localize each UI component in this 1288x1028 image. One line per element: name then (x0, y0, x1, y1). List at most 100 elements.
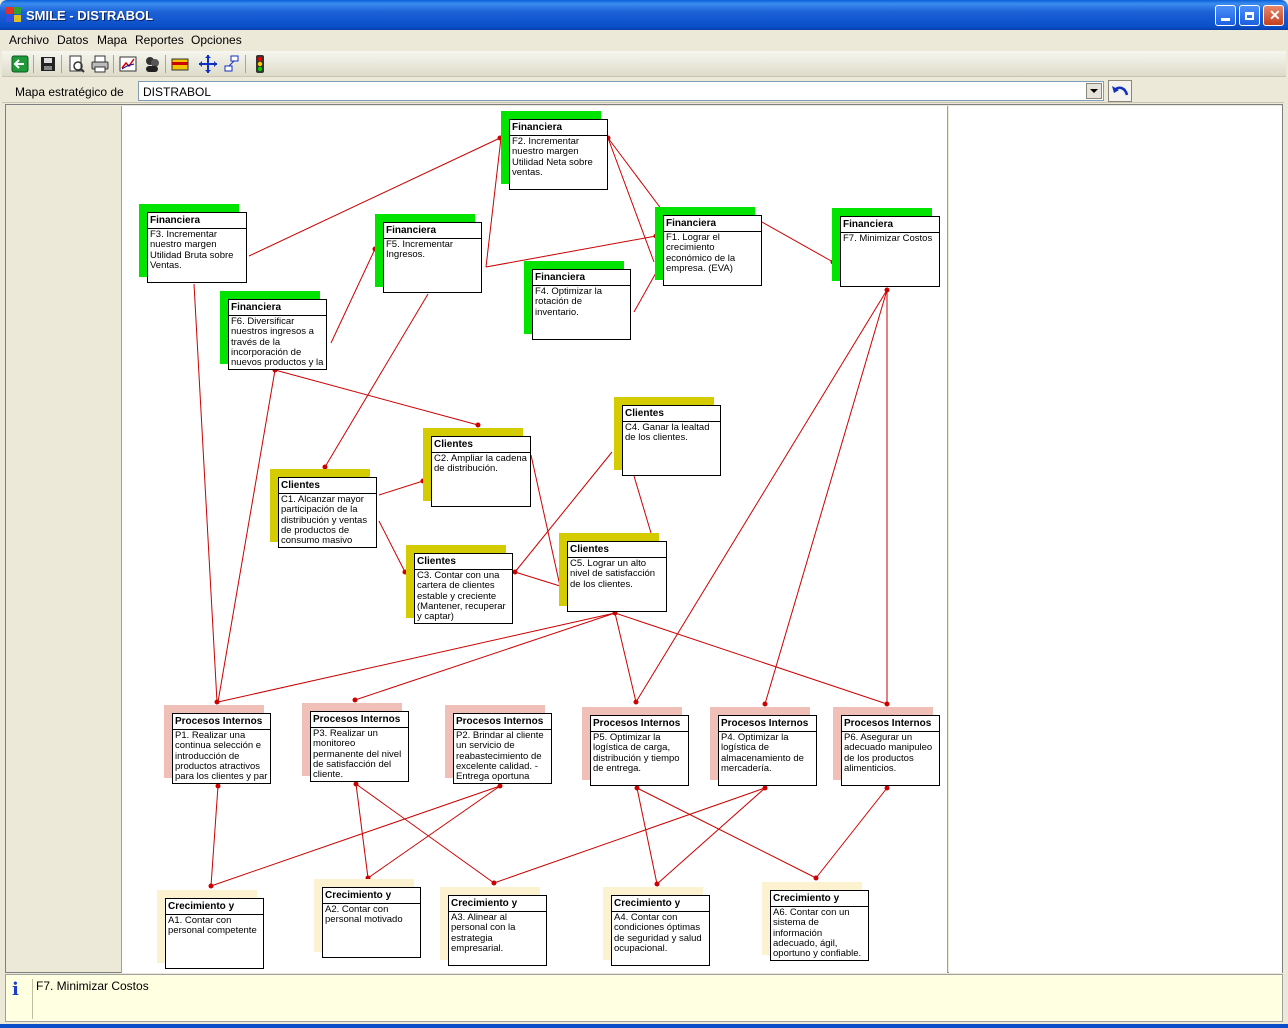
people-icon[interactable] (142, 54, 162, 74)
node-title: Clientes (570, 544, 609, 555)
print-icon[interactable] (90, 54, 110, 74)
card-icon[interactable] (170, 54, 190, 74)
node-description: C3. Contar con una cartera de clientes e… (415, 569, 512, 623)
map-selector-row: Mapa estratégico de DISTRABOL (2, 79, 1284, 103)
hierarchy-icon[interactable] (222, 54, 242, 74)
map-selector-value: DISTRABOL (143, 85, 212, 99)
node-title: Financiera (666, 218, 717, 229)
undo-button[interactable] (1108, 80, 1132, 102)
window-border (0, 1024, 1288, 1028)
menu-opciones[interactable]: Opciones (191, 33, 242, 47)
node-title: Procesos Internos (844, 718, 932, 729)
node-description: C1. Alcanzar mayor participación de la d… (279, 493, 376, 547)
node-description: P3. Realizar un monitoreo permanente del… (311, 727, 408, 781)
node-description: P2. Brindar al cliente un servicio de re… (454, 729, 551, 783)
node-description: A6. Contar con un sistema de información… (771, 906, 868, 960)
node-title: Clientes (625, 408, 664, 419)
node-title: Procesos Internos (175, 716, 263, 727)
node-description: P6. Asegurar un adecuado manipuleo de lo… (842, 731, 939, 775)
node-description: F2. Incrementar nuestro margen Utilidad … (510, 135, 607, 179)
chevron-down-icon[interactable] (1086, 83, 1102, 99)
menu-archivo[interactable]: Archivo (9, 33, 50, 47)
node-title: Financiera (843, 219, 894, 230)
minimize-button[interactable] (1215, 5, 1236, 26)
node-title: Clientes (417, 556, 456, 567)
node-description: P4. Optimizar la logística de almacenami… (719, 731, 816, 775)
node-title: Crecimiento y (325, 890, 392, 901)
node-title: Crecimiento y (168, 901, 235, 912)
status-text: F7. Minimizar Costos (32, 979, 149, 1019)
menu-datos[interactable]: Datos (57, 33, 89, 47)
map-selector-dropdown[interactable]: DISTRABOL (138, 81, 1104, 101)
objective-node-a2[interactable]: Crecimiento y A2. Contar con personal mot… (314, 879, 429, 966)
close-button[interactable]: ✕ (1263, 5, 1284, 26)
node-title: Financiera (512, 122, 563, 133)
menu-reportes[interactable]: Reportes (135, 33, 184, 47)
traffic-light-icon[interactable] (250, 54, 270, 74)
node-title: Financiera (150, 215, 201, 226)
back-icon[interactable] (10, 54, 30, 74)
maximize-button[interactable] (1239, 5, 1260, 26)
node-description: A3. Alinear al personal con la estrategi… (449, 911, 546, 955)
restore-icon (1245, 12, 1254, 20)
chart-icon[interactable] (118, 54, 138, 74)
title-bar[interactable]: SMILE - DISTRABOL ✕ (0, 0, 1288, 30)
node-title: Procesos Internos (313, 714, 401, 725)
info-icon: i (12, 979, 19, 1000)
node-title: Financiera (231, 302, 282, 313)
save-icon[interactable] (38, 54, 58, 74)
node-description: A2. Contar con personal motivado (323, 903, 420, 927)
print-preview-icon[interactable] (66, 54, 86, 74)
node-description: A4. Contar con condiciones óptimas de se… (612, 911, 709, 955)
node-box[interactable]: Crecimiento y A2. Contar con personal mot… (322, 887, 421, 958)
app-icon (6, 7, 22, 23)
window-title: SMILE - DISTRABOL (26, 8, 154, 23)
menu-mapa[interactable]: Mapa (97, 33, 128, 47)
move-icon[interactable] (198, 54, 218, 74)
